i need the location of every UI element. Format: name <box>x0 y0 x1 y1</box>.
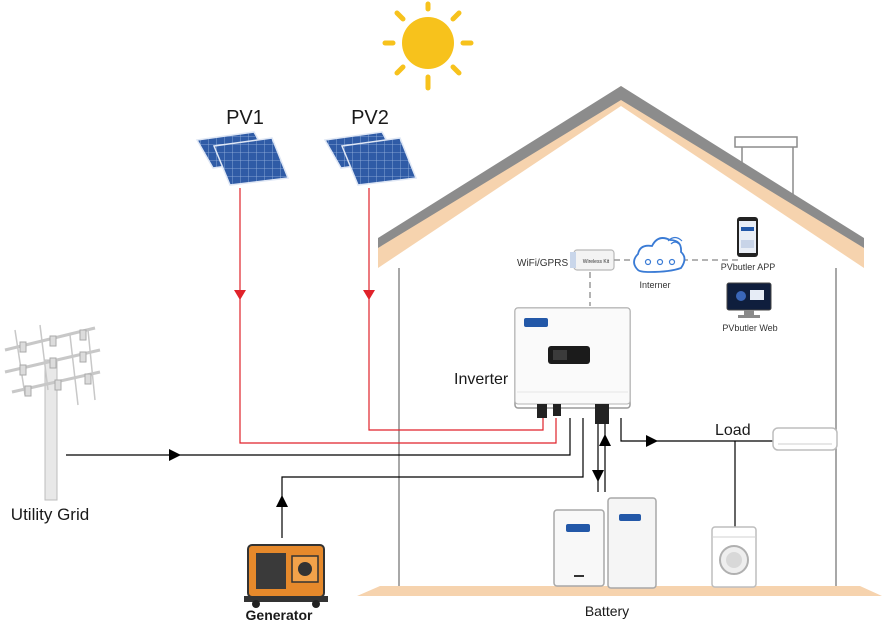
battery-icon <box>607 497 657 589</box>
phone-icon <box>737 217 758 257</box>
wifi-dongle-text: Wireless Kit <box>583 259 610 265</box>
house <box>357 86 882 596</box>
battery-icon <box>553 509 605 587</box>
pv-dc-lines <box>234 188 557 444</box>
battery-discharge-arrow <box>599 434 611 446</box>
washing-machine-icon <box>711 526 757 588</box>
pv1-flow-arrow <box>234 290 246 300</box>
grid-flow-arrow <box>169 449 181 461</box>
cloud-icon <box>633 236 686 273</box>
load-label: Load <box>715 422 751 439</box>
internet-label: Interner <box>639 280 670 290</box>
sun-icon <box>382 1 474 91</box>
generator-flow-arrow <box>276 495 288 507</box>
generator-line <box>276 418 584 538</box>
pv1-panels <box>195 131 290 186</box>
wifi-dongle-icon: Wireless Kit <box>570 249 615 271</box>
solar-panel-icon <box>195 131 290 186</box>
pv1-label: PV1 <box>226 107 264 129</box>
solar-panel-icon <box>323 131 418 186</box>
battery-lines <box>592 424 611 492</box>
wifi-label: WiFi/GPRS <box>517 258 568 269</box>
generator-label: Generator <box>246 607 313 622</box>
web-label: PVbutler Web <box>722 323 777 333</box>
utility-pole-icon <box>4 324 101 501</box>
generator-icon <box>244 544 328 608</box>
inverter-icon <box>514 307 631 424</box>
monitor-icon <box>726 282 772 318</box>
load-line <box>620 418 773 527</box>
air-conditioner-icon <box>772 427 838 451</box>
grid-ac-line <box>66 418 571 461</box>
battery-charge-arrow <box>592 470 604 482</box>
inverter-label: Inverter <box>454 371 509 388</box>
pv2-panels <box>323 131 418 186</box>
pv2-flow-arrow <box>363 290 375 300</box>
app-label: PVbutler APP <box>721 262 776 272</box>
utility-grid-label: Utility Grid <box>11 505 89 524</box>
pv2-label: PV2 <box>351 107 389 129</box>
inverter-logo <box>524 318 548 327</box>
battery-label: Battery <box>585 603 629 619</box>
load-flow-arrow <box>646 435 658 447</box>
